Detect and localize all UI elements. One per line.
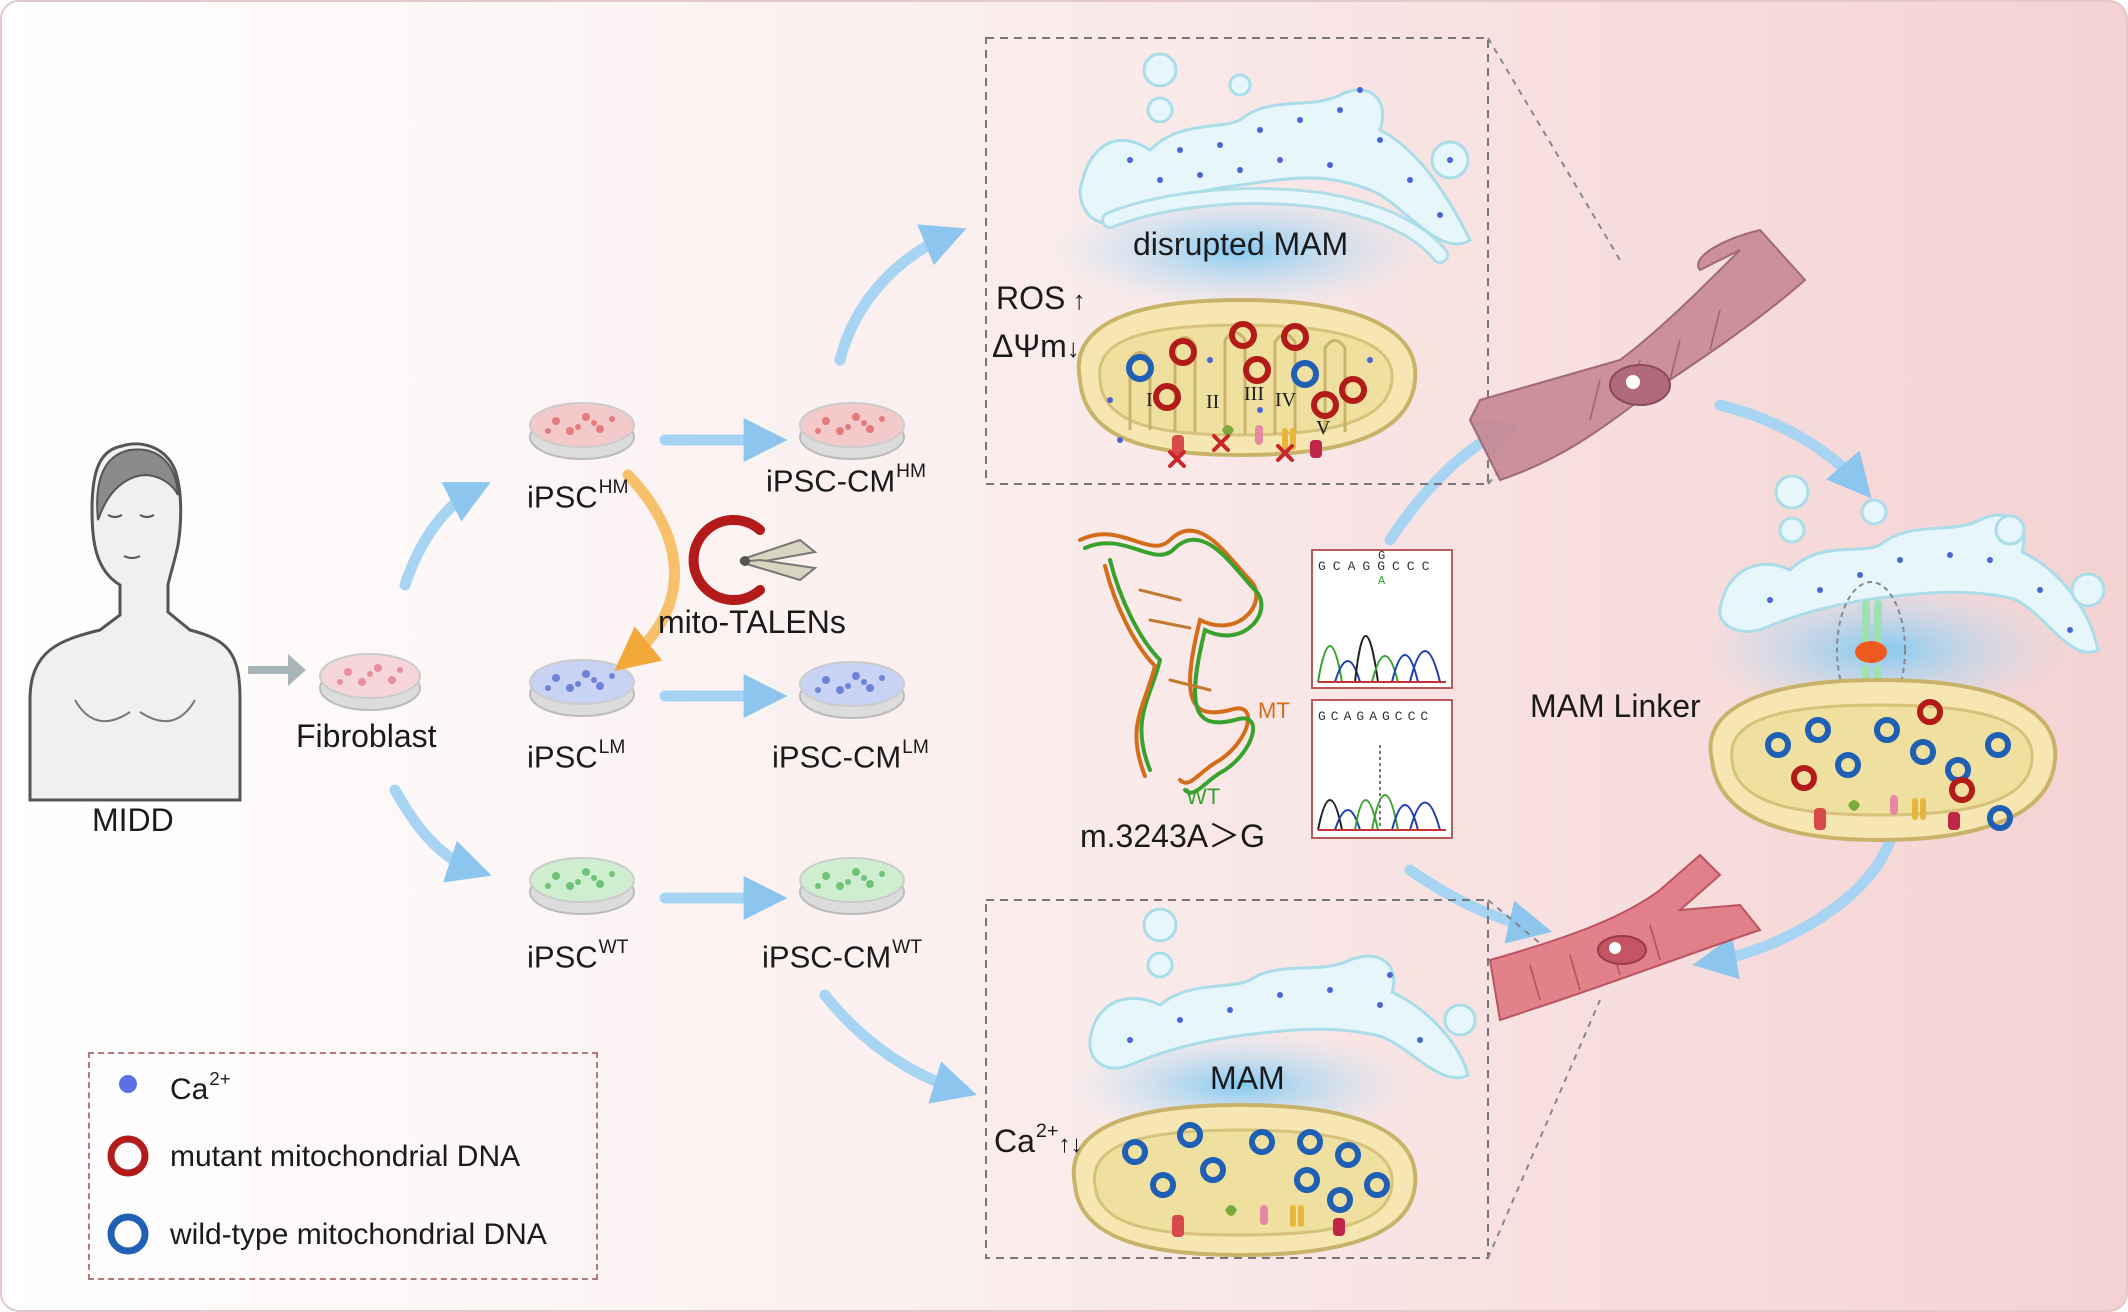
ipsc-cm-lm-dish — [799, 661, 905, 719]
mutation-label: m.3243A＞G — [1080, 818, 1265, 854]
chromatogram-top — [1311, 549, 1453, 689]
ipsc-wt-dish — [529, 857, 635, 915]
ipsc-wt-base: iPSC — [527, 939, 598, 975]
up-arrow-icon: ↑ — [1065, 285, 1086, 315]
chromatogram-bottom — [1311, 699, 1453, 839]
complex-iii-label: III — [1244, 383, 1264, 405]
flow-arrows — [389, 224, 1896, 1104]
top-panel-frame — [985, 37, 1489, 485]
ipsc-cm-hm-sup: HM — [896, 461, 927, 482]
legend — [88, 1052, 598, 1280]
mitochondrion-bottom — [1071, 1102, 1418, 1258]
ipsc-hm-sup: HM — [598, 477, 629, 498]
ipsc-cm-wt-sup: WT — [892, 937, 923, 958]
bidirectional-arrow-icon: ↑↓ — [1058, 1130, 1083, 1158]
complex-iv-label: IV — [1275, 389, 1297, 411]
membrane-potential-label: ΔΨm↓ — [992, 330, 1080, 362]
arrow-patient-to-fibroblast — [248, 654, 306, 686]
bottom-panel-frame — [985, 899, 1489, 1259]
ipsc-cm-lm-sup: LM — [902, 737, 929, 758]
ipsc-hm-label: iPSCHM — [527, 477, 629, 515]
down-arrow-icon: ↓ — [1066, 333, 1080, 363]
cardiomyocyte-bottom — [1488, 853, 1762, 1022]
mam-linker-label: MAM Linker — [1530, 688, 1701, 724]
fibroblast-dish — [319, 653, 421, 711]
top-sequence-text: GCAGGCCC — [1318, 559, 1437, 574]
mito-talens-label: mito-TALENs — [658, 604, 846, 640]
complex-ii-label: II — [1206, 391, 1220, 413]
bottom-sequence-text: GCAGAGCCC — [1318, 709, 1434, 724]
legend-calcium-label: Ca2+ — [170, 1068, 231, 1106]
trna-wt-label: WT — [1186, 784, 1221, 809]
complex-v-label: V — [1316, 417, 1331, 439]
calcium-flux-label: Ca2+↑↓ — [994, 1120, 1083, 1159]
ros-label: ROS ↑ — [996, 282, 1086, 314]
membrane-potential-text: ΔΨm — [992, 328, 1067, 364]
ipsc-lm-sup: LM — [598, 737, 626, 758]
complex-i-label: I — [1146, 389, 1153, 411]
trna-structure — [1078, 528, 1264, 795]
ros-text: ROS — [996, 280, 1066, 316]
ipsc-lm-base: iPSC — [527, 739, 598, 775]
calcium-flux-base: Ca — [994, 1122, 1035, 1159]
calcium-flux-sup: 2+ — [1035, 1120, 1059, 1142]
legend-mutant-label: mutant mitochondrial DNA — [170, 1140, 521, 1173]
ipsc-cm-wt-base: iPSC-CM — [762, 939, 892, 975]
patient-label: MIDD — [92, 802, 174, 838]
cardiomyocyte-top — [1468, 228, 1807, 482]
ipsc-hm-base: iPSC — [527, 479, 598, 515]
ipsc-cm-lm-base: iPSC-CM — [772, 739, 902, 775]
ipsc-cm-hm-dish — [799, 402, 905, 460]
fibroblast-label: Fibroblast — [296, 718, 437, 754]
top-sequence-overlay-upper: G — [1378, 549, 1386, 563]
ipsc-cm-lm-label: iPSC-CMLM — [772, 737, 929, 775]
ipsc-wt-label: iPSCWT — [527, 937, 629, 975]
er-top — [1050, 52, 1472, 310]
legend-wildtype-label: wild-type mitochondrial DNA — [170, 1218, 547, 1251]
ipsc-cm-hm-base: iPSC-CM — [766, 463, 896, 499]
legend-symbols — [107, 1075, 149, 1255]
mitochondrion-top — [1076, 297, 1418, 468]
trna-mt-label: MT — [1258, 698, 1290, 723]
ipsc-hm-dish — [529, 402, 635, 460]
disrupted-mam-label: disrupted MAM — [1133, 226, 1349, 262]
legend-calcium-base: Ca — [170, 1072, 209, 1106]
mito-talens-icon — [688, 515, 818, 605]
ipsc-lm-label: iPSCLM — [527, 737, 626, 775]
legend-calcium-sup: 2+ — [209, 1068, 231, 1089]
ipsc-cm-wt-label: iPSC-CMWT — [762, 937, 923, 975]
ipsc-lm-dish — [529, 659, 635, 717]
patient-figure — [28, 442, 242, 802]
ipsc-cm-wt-dish — [799, 857, 905, 915]
top-sequence-overlay-lower: A — [1378, 574, 1386, 588]
ipsc-wt-sup: WT — [598, 937, 629, 958]
mam-label: MAM — [1210, 1060, 1285, 1096]
ipsc-cm-hm-label: iPSC-CMHM — [766, 461, 927, 499]
mitochondrion-right — [1708, 677, 2058, 843]
editing-arrow — [614, 469, 680, 672]
